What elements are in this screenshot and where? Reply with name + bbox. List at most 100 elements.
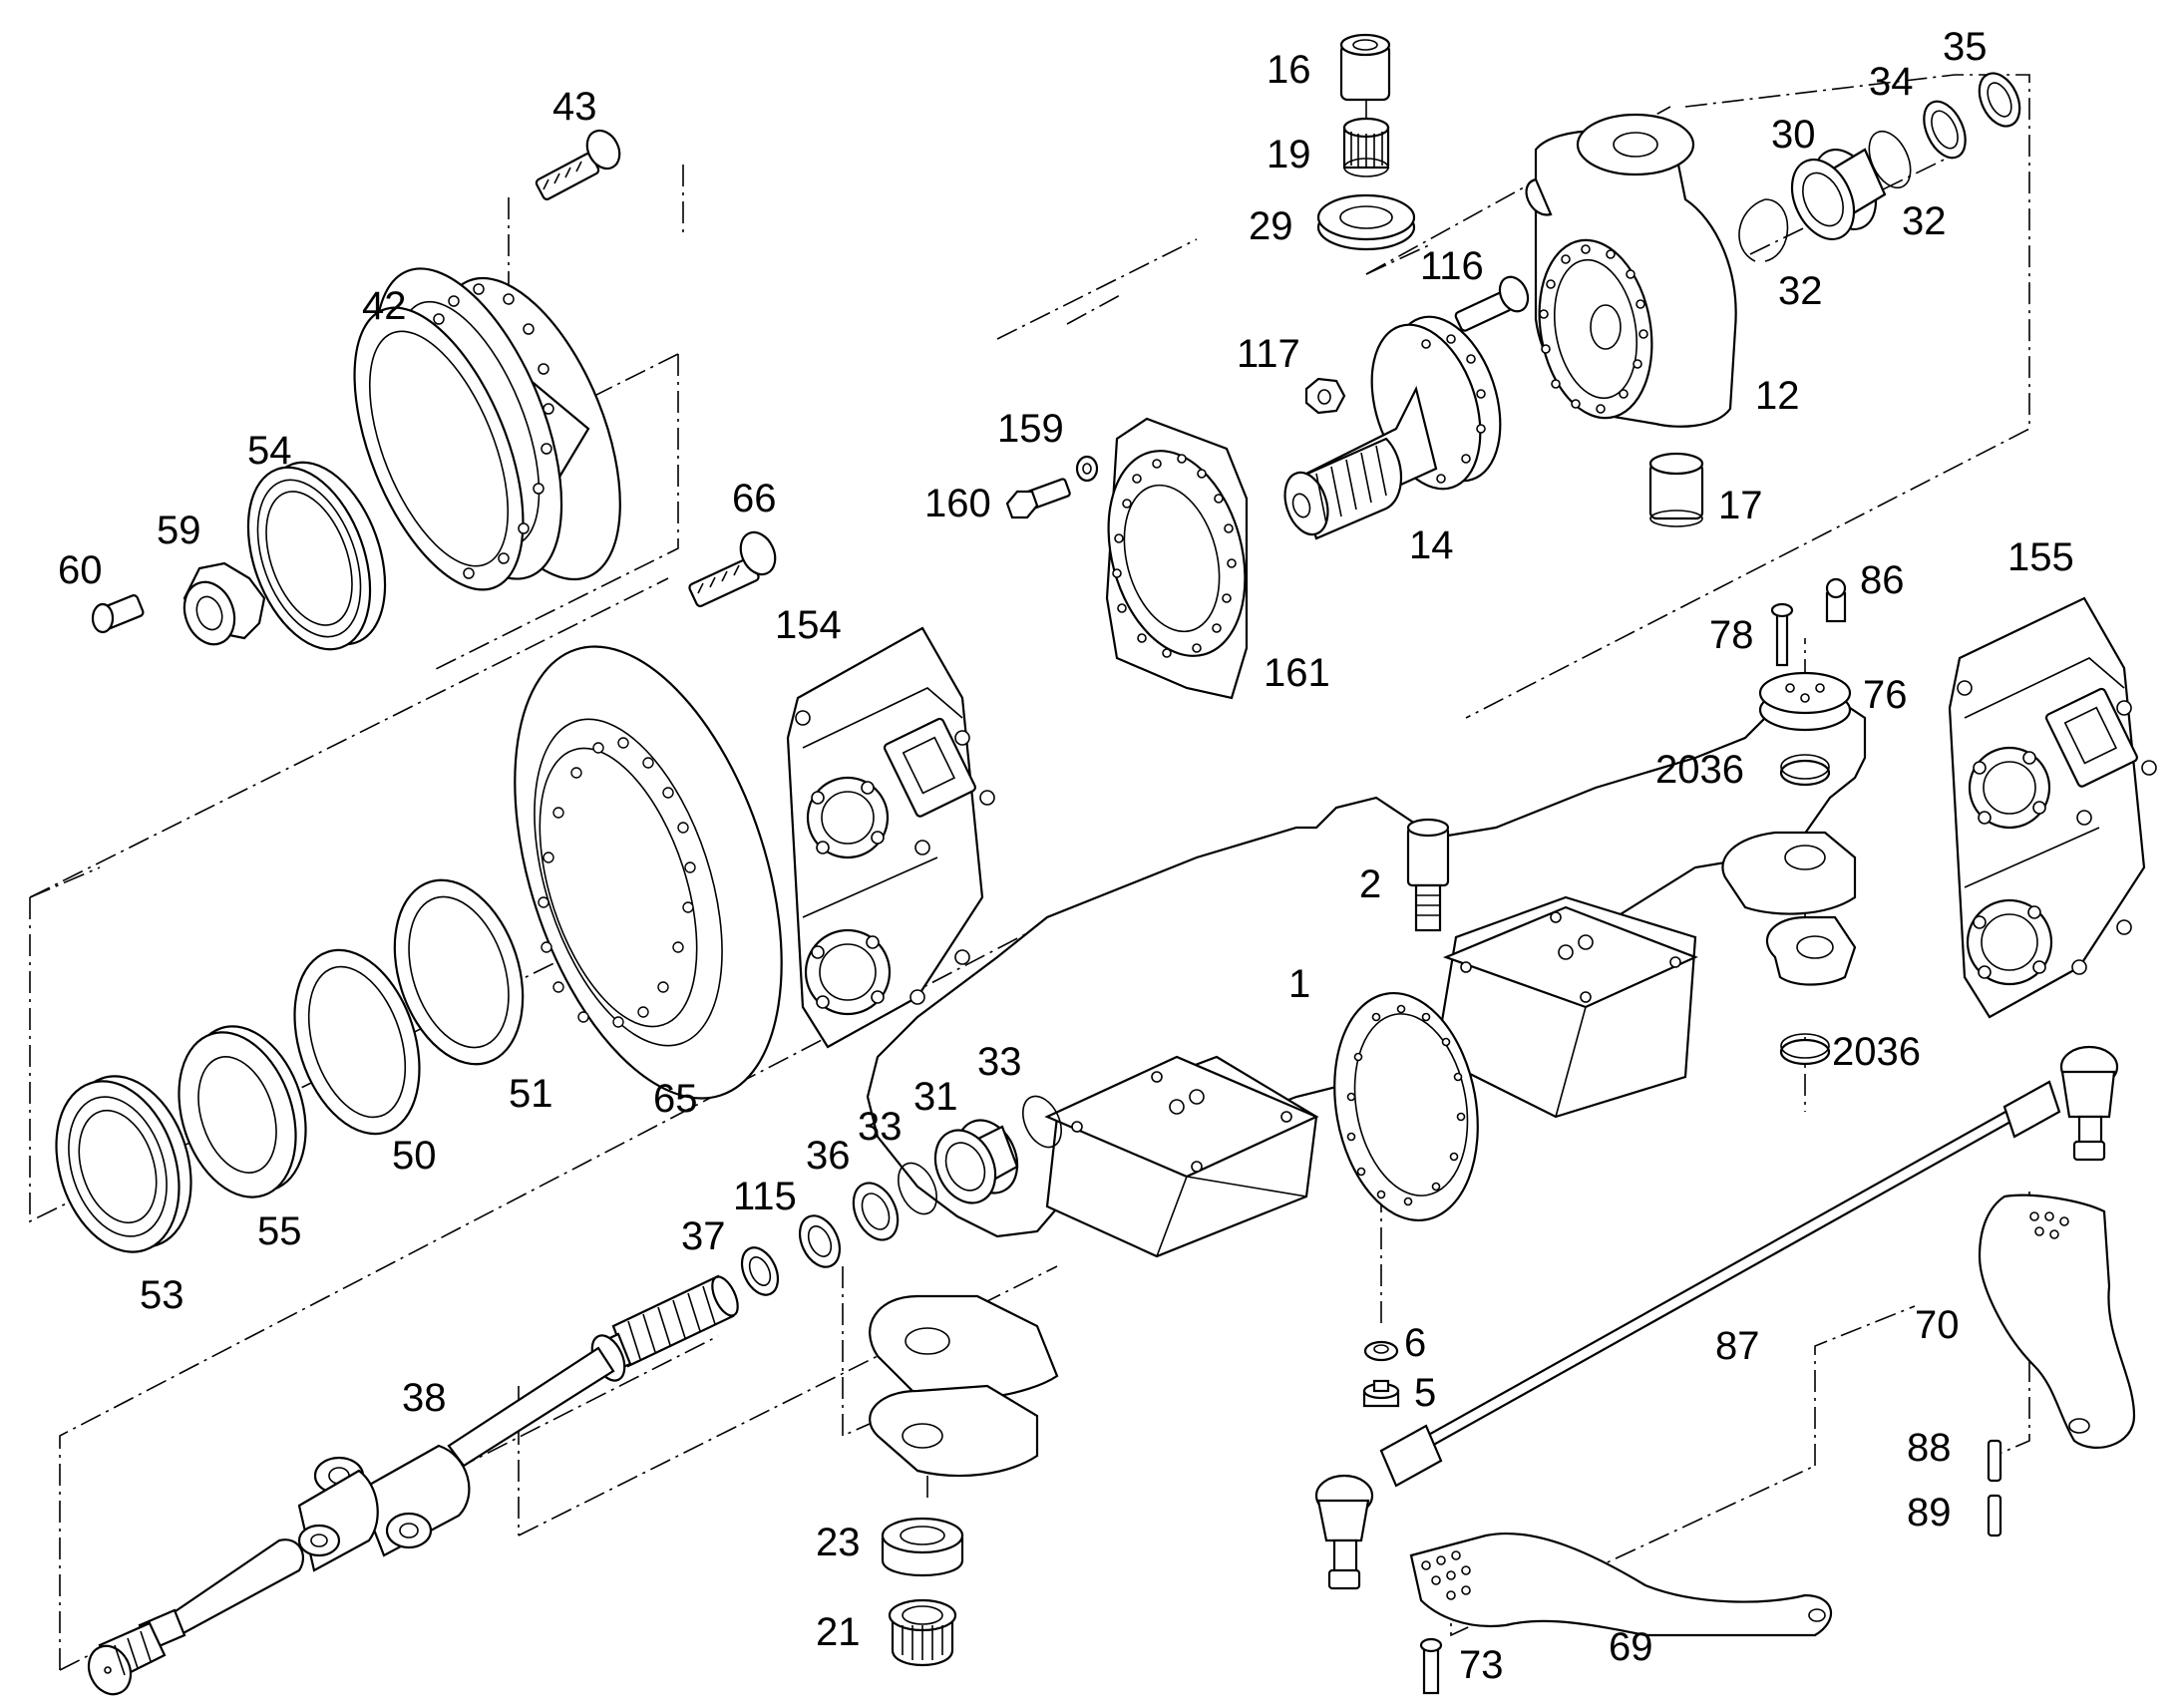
callout-36: 36 [806, 1134, 851, 1178]
pin-89 [1987, 1494, 2002, 1537]
spindle-14 [1283, 315, 1502, 540]
tie-rod-end-left [1314, 1474, 1374, 1590]
washer-34 [1923, 100, 1967, 160]
callout-21: 21 [816, 1610, 861, 1654]
snap-ring-32-left [1738, 198, 1789, 262]
callout-54: 54 [247, 429, 292, 473]
callout-69: 69 [1609, 1625, 1653, 1669]
cap-76 [1758, 671, 1852, 732]
callout-2: 2 [1359, 862, 1381, 906]
bearing-53 [55, 1075, 192, 1253]
bolt-60 [91, 594, 145, 634]
steering-arm-69 [1409, 1532, 1833, 1637]
washer-6 [1363, 1340, 1399, 1362]
callout-35: 35 [1943, 25, 1988, 69]
brake-caliper-155 [1948, 596, 2157, 1019]
steering-knuckle-12 [1525, 113, 1737, 428]
callout-37: 37 [681, 1214, 726, 1258]
callout-78: 78 [1709, 613, 1754, 657]
bearing-19 [1342, 117, 1390, 177]
seal-29 [1316, 193, 1416, 251]
bearing-31 [933, 1119, 1019, 1204]
shim-2036-top [1779, 754, 1831, 787]
ring-37 [740, 1246, 780, 1296]
nut-117 [1304, 377, 1346, 415]
tie-rod-end-right [2059, 1045, 2119, 1162]
callout-53: 53 [140, 1273, 184, 1317]
callout-88: 88 [1907, 1426, 1952, 1470]
callout-60: 60 [58, 548, 103, 592]
callout-5: 5 [1414, 1371, 1436, 1415]
nut-59 [182, 561, 266, 646]
callout-17: 17 [1718, 484, 1763, 527]
bearing-race-55 [178, 1025, 307, 1198]
callout-66: 66 [732, 477, 777, 520]
callout-154: 154 [775, 603, 842, 647]
callout-65: 65 [653, 1077, 698, 1121]
callout-55: 55 [257, 1209, 302, 1253]
flange-161 [1105, 417, 1249, 700]
callout-115: 115 [733, 1175, 797, 1218]
bolt-116 [1454, 275, 1530, 332]
callout-2036-bottom: 2036 [1832, 1030, 1921, 1074]
snap-ring-33-left [898, 1162, 937, 1215]
callout-50: 50 [392, 1134, 437, 1178]
callout-19: 19 [1267, 133, 1311, 176]
bushing-16 [1339, 33, 1391, 102]
bolt-66 [688, 530, 777, 608]
callout-12: 12 [1755, 374, 1800, 418]
ring-51 [393, 878, 525, 1066]
washer-159 [1075, 455, 1099, 483]
callout-51: 51 [509, 1072, 553, 1116]
bolt-78 [1770, 602, 1794, 667]
callout-16: 16 [1267, 48, 1311, 92]
bushing-23 [881, 1517, 964, 1576]
callout-159: 159 [997, 407, 1064, 451]
callout-116: 116 [1420, 244, 1484, 288]
callout-70: 70 [1915, 1303, 1960, 1347]
callout-89: 89 [1907, 1491, 1952, 1535]
callout-86: 86 [1860, 558, 1905, 602]
bolt-43 [535, 129, 621, 200]
plug-5 [1362, 1379, 1400, 1408]
brake-caliper-154 [786, 626, 995, 1049]
callout-73: 73 [1459, 1643, 1504, 1687]
wheel-hub-42 [353, 267, 621, 591]
callout-30: 30 [1771, 113, 1816, 157]
king-pin-2 [1406, 818, 1450, 932]
callout-1: 1 [1288, 962, 1310, 1006]
callout-14: 14 [1409, 523, 1454, 567]
brake-disc-65 [514, 645, 783, 1100]
callout-6: 6 [1404, 1321, 1426, 1365]
ring-50 [293, 948, 421, 1136]
bushing-21 [888, 1598, 957, 1667]
snap-ring-32-right [1868, 130, 1912, 189]
seal-115 [798, 1214, 842, 1268]
axle-housing-1 [866, 696, 1867, 1478]
shim-2036-bottom [1779, 1033, 1831, 1066]
callout-76: 76 [1863, 673, 1908, 717]
seal-35 [1978, 72, 2021, 128]
callout-34: 34 [1869, 60, 1914, 104]
bolt-73 [1419, 1637, 1443, 1695]
pin-88 [1987, 1439, 2002, 1483]
washer-36 [852, 1182, 900, 1241]
callout-33-top: 33 [977, 1040, 1022, 1084]
callout-2036-top: 2036 [1655, 748, 1744, 792]
callout-29: 29 [1249, 204, 1293, 248]
callout-32-left: 32 [1778, 269, 1823, 313]
callout-59: 59 [157, 509, 201, 552]
callout-33-mid: 33 [858, 1105, 903, 1149]
callouts: 43 42 54 59 60 66 154 16 19 29 116 117 1… [58, 25, 2074, 1687]
bearing-54 [246, 461, 387, 651]
callout-43: 43 [552, 85, 597, 129]
grease-fitting-86 [1825, 577, 1847, 623]
callout-155: 155 [2007, 535, 2074, 579]
callout-161: 161 [1264, 651, 1330, 695]
tie-rod-87 [1379, 1080, 2061, 1488]
steering-arm-70 [1978, 1194, 2136, 1449]
callout-31: 31 [913, 1075, 958, 1119]
callout-160: 160 [924, 482, 991, 525]
bushing-17 [1648, 452, 1704, 527]
